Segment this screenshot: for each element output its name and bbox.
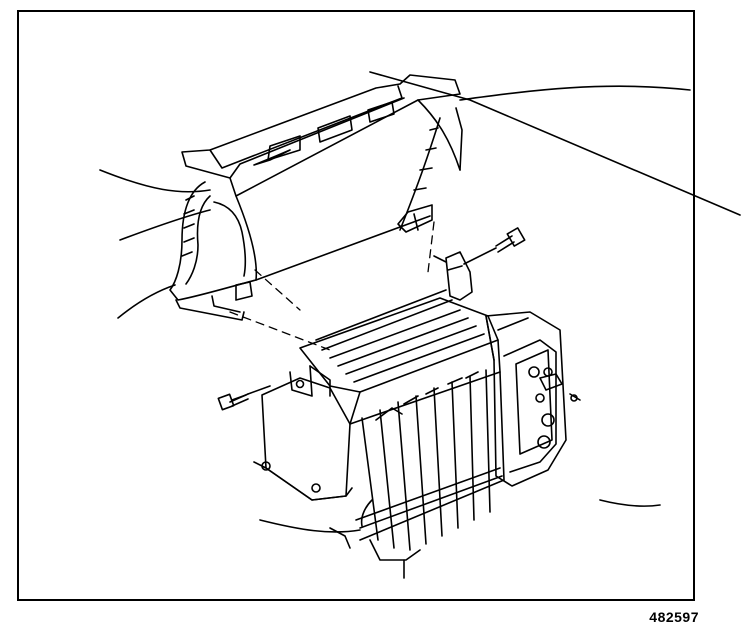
figure-number: 482597 (649, 609, 699, 625)
blower-case-drawing (253, 251, 505, 579)
duct-housing-drawing (169, 74, 463, 321)
screw-icon (217, 227, 526, 411)
heater-core-drawing (485, 311, 581, 487)
figure-frame (17, 10, 695, 601)
